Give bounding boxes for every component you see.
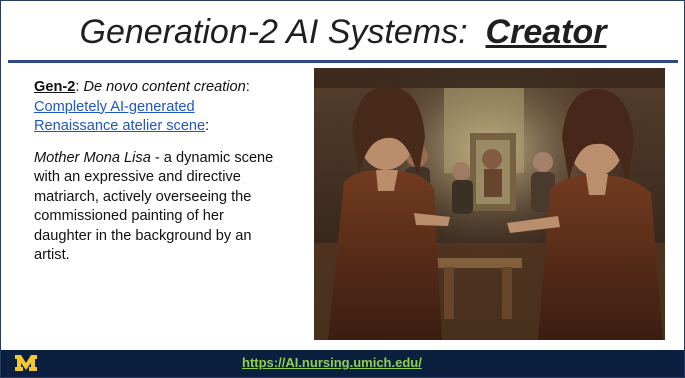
title-main: Generation-2 AI Systems: <box>79 13 468 51</box>
left-text-block: Gen-2: De novo content creation: Complet… <box>34 78 279 278</box>
atelier-scene-illustration <box>314 68 665 340</box>
atelier-scene-link[interactable]: Completely AI-generated Renaissance atel… <box>34 98 206 135</box>
intro-sep-2: : <box>245 79 250 95</box>
gen-label: Gen-2 <box>34 79 76 95</box>
footer-url-link[interactable]: https://AI.nursing.umich.edu/ <box>242 355 422 370</box>
intro-paragraph: Gen-2: De novo content creation: Complet… <box>34 78 279 137</box>
slide-title: Generation-2 AI Systems: Creator <box>8 10 678 54</box>
intro-italic: De novo content creation <box>83 79 246 95</box>
description-paragraph: Mother Mona Lisa - a dynamic scene with … <box>34 149 279 266</box>
title-accent: Creator <box>485 13 607 51</box>
university-logo <box>15 355 37 371</box>
footer-bar <box>0 350 685 378</box>
intro-end: : <box>205 118 210 134</box>
intro-sep: : <box>75 79 84 95</box>
title-divider <box>8 60 678 63</box>
artwork-title: Mother Mona Lisa <box>34 149 151 166</box>
ai-generated-image <box>314 68 665 340</box>
description-text: - a dynamic scene with an expressive and… <box>34 149 274 264</box>
